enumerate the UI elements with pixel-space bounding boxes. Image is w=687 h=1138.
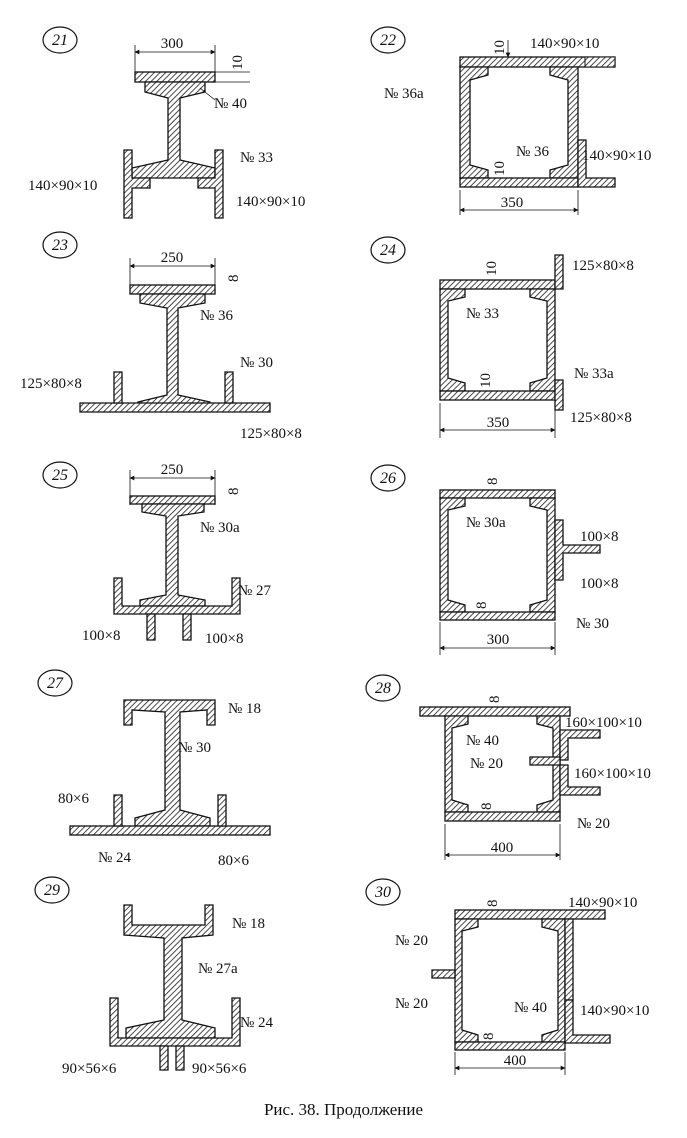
plate-label-top: 100×8 [580,529,618,545]
dim-thickness-top: 8 [485,478,501,486]
dim-thickness-top: 8 [487,696,503,704]
channel-label-inner: № 20 [470,756,503,772]
dim-thickness-top: 10 [492,40,508,55]
base-channel-label: № 24 [98,850,132,866]
dim-thickness: 8 [226,275,242,283]
channel-label-top: № 18 [232,916,265,932]
angle-label-bottom: 160×100×10 [574,766,651,782]
plate-label-left: 80×6 [58,791,89,807]
channel-label-right: № 20 [577,816,610,832]
channel-label-upper: № 20 [395,933,428,949]
angle-label-right: 125×80×8 [240,426,302,442]
channel-label-left: № 36а [384,86,424,102]
angle-label-right: 140×90×10 [236,194,305,210]
dim-width: 350 [487,415,510,431]
beam-label: № 27а [198,961,238,977]
beam-label: № 40 [466,733,499,749]
dim-thickness-top: 8 [485,900,501,908]
angle-label-top: 140×90×10 [568,895,637,911]
angle-label-bottom: 125×80×8 [570,410,632,426]
figure-number: 22 [380,32,396,49]
channel-label-lower: № 20 [395,996,428,1012]
figure-number: 28 [375,680,391,697]
figure-29: 29 № 18 № 27а № 24 90×56×6 90×56×6 [34,876,274,1077]
dim-thickness-bottom: 10 [478,373,494,388]
figure-24: 24 10 125×80×8 № 33 10 № 33а 350 125×80×… [370,236,634,438]
dim-thickness: 8 [226,488,242,496]
angle-label-left: 90×56×6 [62,1061,117,1077]
dim-thickness-bottom: 8 [479,803,495,811]
base-beam-label: № 30 [240,355,273,371]
dim-width: 300 [161,36,184,52]
dim-thickness-top: 10 [484,261,500,276]
figure-number: 26 [380,470,396,487]
dim-width: 400 [491,840,514,856]
figure-number: 21 [52,32,68,49]
channel-label-right: № 36 [516,144,550,160]
dim-thickness-bottom: 8 [481,1033,497,1041]
dim-thickness: 10 [230,55,246,70]
angle-label-bottom: 140×90×10 [580,1003,649,1019]
channel-label-top: № 30а [466,515,506,531]
dim-width: 300 [487,632,510,648]
figure-27: 27 № 18 № 30 80×6 № 24 80×6 [37,669,271,869]
angle-label-top: 140×90×10 [530,36,599,52]
figure-number: 27 [47,675,64,692]
figure-number: 25 [52,467,68,484]
figure-caption: Рис. 38. Продолжение [263,1100,424,1119]
dim-width: 350 [501,195,524,211]
figure-26: 26 8 № 30а 100×8 100×8 8 № 30 300 [370,464,618,655]
beam-label: № 30а [200,520,240,536]
channel-label-bottom: № 24 [240,1015,274,1031]
figure-number: 30 [374,884,391,901]
beam-label: № 30 [178,740,211,756]
figure-number: 24 [380,242,396,259]
channel-label: № 33 [240,150,273,166]
beam-label: № 40 [514,1000,547,1016]
plate-label-bottom: 100×8 [580,576,618,592]
figure-25: 25 250 8 № 30а № 27 100×8 100×8 [42,461,272,647]
channel-label-right: № 33а [574,366,614,382]
dim-thickness-bottom: 10 [492,161,508,176]
dim-width: 400 [504,1053,527,1069]
figure-number: 29 [44,882,60,899]
figure-22: 22 10 140×90×10 № 36а № 36 10 140×90×10 … [370,26,651,215]
angle-label-left: 125×80×8 [20,376,82,392]
plate-label-right: 100×8 [205,631,243,647]
figure-30: 30 8 140×90×10 № 20 № 20 № 40 140×90×10 … [365,878,649,1075]
figure-23: 23 250 8 № 36 № 30 125×80×8 125×80×8 [20,231,302,442]
channel-label-top: № 18 [228,701,261,717]
dim-width: 250 [161,250,184,266]
channel-label-bottom: № 30 [576,616,609,632]
beam-label: № 36 [200,308,234,324]
dim-width: 250 [161,462,184,478]
dim-thickness-bottom: 8 [474,602,490,610]
figure-28: 28 8 № 40 160×100×10 № 20 160×100×10 8 №… [365,674,651,860]
plate-label-right: 80×6 [218,853,249,869]
angle-label-top: 160×100×10 [565,715,642,731]
figure-21: 21 300 10 № 40 № 33 140×90×10 140×90×10 [28,26,305,219]
channel-label-left: № 33 [466,306,499,322]
beam-label: № 40 [214,96,247,112]
angle-label-top: 125×80×8 [572,258,634,274]
figure-number: 23 [52,237,68,254]
channel-label: № 27 [238,583,272,599]
angle-label-left: 140×90×10 [28,178,97,194]
angle-label-right: 90×56×6 [192,1061,247,1077]
angle-label-bottom: 140×90×10 [582,148,651,164]
plate-label-left: 100×8 [82,628,120,644]
